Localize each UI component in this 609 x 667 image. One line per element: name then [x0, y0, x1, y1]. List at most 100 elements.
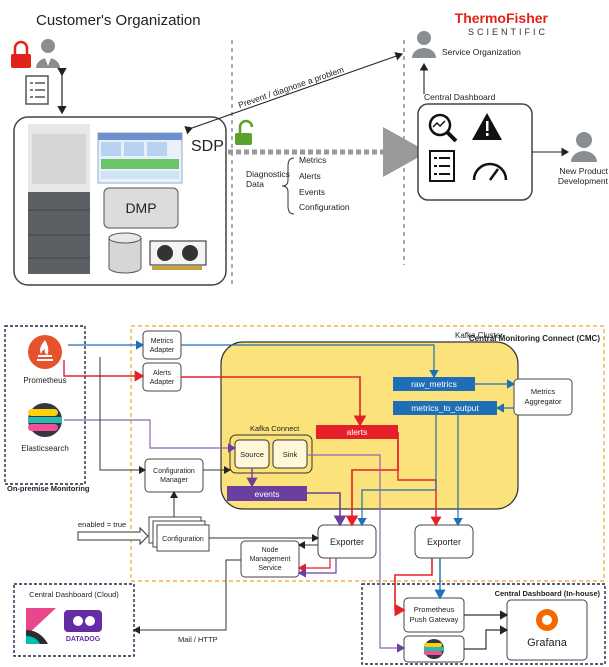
events-topic-label: events — [254, 489, 279, 499]
magnify-chart-icon — [428, 113, 458, 143]
metrics-aggregator-label-1: Metrics — [531, 387, 555, 396]
server-cabinet-icon — [28, 124, 90, 274]
metrics-adapter-box — [142, 330, 182, 360]
alerts-adapter-label-2: Adapter — [150, 379, 175, 386]
cloud-dashboard-label: Central Dashboard (Cloud) — [29, 590, 119, 599]
sink-to-elastic — [307, 454, 406, 653]
metrics-adapter-label-2: Adapter — [150, 347, 175, 354]
metrics-adapter-label-1: Metrics — [151, 338, 174, 345]
admin-user-icon — [36, 39, 60, 68]
inhouse-dashboard-boundary — [361, 583, 606, 665]
diagnostics-bracket — [281, 157, 295, 215]
sink-label: Sink — [283, 450, 298, 459]
prom-to-alerts-adapter — [63, 360, 145, 382]
kafka-cluster-label: Kafka Cluster — [455, 331, 503, 340]
prevent-label: Prevent / diagnose a problem — [237, 64, 345, 110]
checklist-icon — [25, 75, 49, 105]
prometheus-label: Prometheus — [23, 376, 66, 385]
elastic-to-source — [64, 419, 237, 453]
alerts-topic — [316, 425, 398, 439]
diag-metrics: Metrics — [299, 155, 326, 165]
prometheus-icon — [28, 335, 62, 369]
database-icon — [108, 232, 142, 274]
elasticsearch-inhouse-icon — [424, 639, 444, 659]
nms-to-cloud — [133, 559, 241, 634]
inhouse-dashboard-label: Central Dashboard (In-house) — [495, 589, 601, 598]
warning-icon — [472, 113, 502, 140]
diagnostics-label-2: Data — [246, 179, 264, 189]
configuration-docs-label: Configuration — [162, 536, 204, 543]
gpu-card-icon — [149, 240, 207, 270]
brand-logo-sub: SCIENTIFIC — [468, 27, 548, 37]
push-gateway-label-2: Push Gateway — [410, 615, 459, 624]
cmc-label: Central Monitoring Connect (CMC) — [469, 334, 600, 343]
alerts-to-exporter-right — [397, 432, 442, 527]
exporter-right-label: Exporter — [427, 537, 461, 547]
datadog-icon — [64, 610, 102, 632]
exporter-right-box — [414, 524, 474, 559]
metrics-to-output-topic — [393, 401, 497, 415]
exporter-to-nms-purple — [297, 558, 337, 578]
alerts-adapter-to-alerts — [181, 376, 367, 427]
exporter-to-push-red — [394, 558, 433, 617]
datadog-label: DATADOG — [66, 636, 101, 643]
list-icon — [429, 150, 455, 182]
diagnostics-label-1: Diagnostics — [246, 169, 290, 179]
central-dashboard-label: Central Dashboard — [424, 92, 496, 102]
grafana-icon — [536, 609, 558, 631]
config-manager-label-1: Configuration — [153, 468, 195, 475]
alerts-adapter-label-1: Alerts — [153, 370, 171, 377]
green-unlock-icon — [235, 119, 254, 145]
alerts-adapter-box — [142, 362, 182, 392]
config-manager-label-2: Manager — [160, 477, 188, 484]
onprem-label: On-premise Monitoring — [7, 484, 90, 493]
service-person-icon — [412, 31, 436, 58]
diag-alerts: Alerts — [299, 171, 321, 181]
onprem-boundary — [4, 325, 86, 485]
sink-box — [272, 439, 308, 469]
output-to-exporter-left — [357, 415, 437, 527]
exporter-left-label: Exporter — [330, 537, 364, 547]
enabled-label: enabled = true — [78, 520, 126, 529]
customer-org-title: Customer's Organization — [36, 12, 201, 29]
gauge-icon — [472, 162, 508, 181]
diag-events: Events — [299, 187, 325, 197]
brand-logo-name: ThermoFisher — [455, 10, 549, 26]
events-to-exporter — [307, 492, 347, 527]
source-label: Source — [240, 450, 264, 459]
nms-label-1: Node — [262, 547, 279, 554]
new-product-label-1: New Product — [559, 166, 608, 176]
service-org-label: Service Organization — [442, 47, 521, 57]
elasticsearch-icon — [28, 403, 62, 437]
raw-metrics-topic — [393, 377, 475, 391]
dmp-label: DMP — [125, 200, 156, 216]
configuration-manager-box — [144, 458, 204, 493]
prom-to-config-manager — [99, 357, 146, 474]
sdp-screenshot — [97, 132, 183, 184]
diag-configuration: Configuration — [299, 202, 350, 212]
metrics-aggregator-label-2: Aggregator — [524, 397, 562, 406]
exporter-to-nms-red — [297, 558, 331, 573]
red-lock-icon — [11, 40, 31, 68]
product-person-icon — [571, 132, 597, 162]
sdp-label: SDP — [191, 138, 224, 155]
alerts-topic-label: alerts — [347, 427, 368, 437]
new-product-label-2: Development — [558, 176, 609, 186]
nms-label-2: Management — [250, 556, 291, 563]
mail-http-label: Mail / HTTP — [178, 635, 218, 644]
configuration-docs-icon — [148, 516, 210, 552]
prevent-arrow — [184, 52, 404, 135]
metrics-to-output-label: metrics_to_output — [411, 403, 479, 413]
metrics-aggregator-box — [513, 378, 573, 416]
elastic-to-grafana — [464, 625, 509, 650]
push-gateway-label-1: Prometheus — [414, 605, 455, 614]
events-topic — [227, 486, 307, 501]
cloud-dashboard-boundary — [13, 583, 135, 657]
elasticsearch-label: Elasticsearch — [21, 444, 69, 453]
metrics-adapter-to-raw — [181, 344, 439, 379]
enabled-arrow — [77, 526, 149, 546]
dmp-box — [103, 187, 179, 229]
kafka-connect-label: Kafka Connect — [250, 424, 300, 433]
nms-label-3: Service — [258, 565, 281, 572]
